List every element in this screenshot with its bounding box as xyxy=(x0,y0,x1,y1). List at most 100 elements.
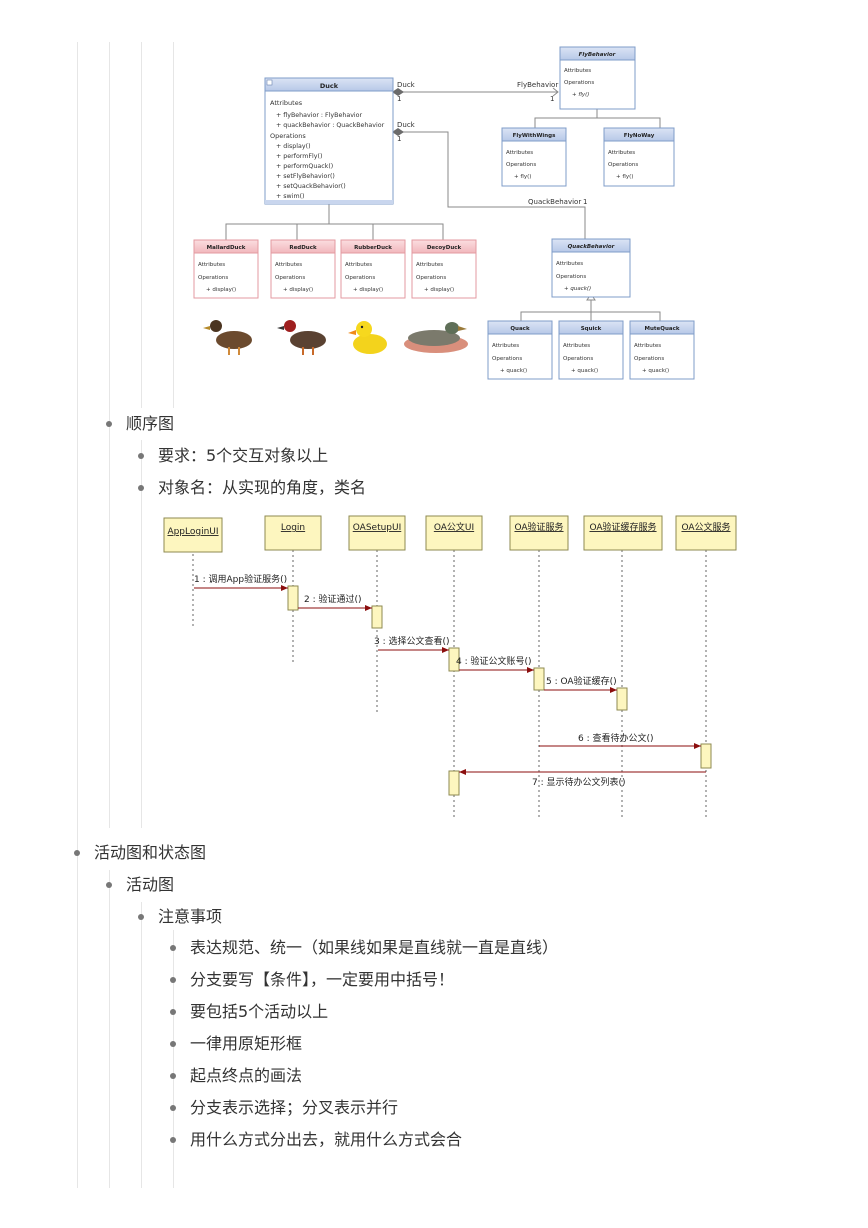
list-bullet xyxy=(170,945,176,951)
lifeline-box: AppLoginUI xyxy=(163,517,223,553)
list-bullet xyxy=(106,882,112,888)
message-label: 4 : 验证公文账号() xyxy=(456,655,532,667)
redhead-duck-image xyxy=(277,320,326,355)
outline-item-seq-requirement: 要求：5个交互对象以上 xyxy=(158,446,329,465)
svg-text:Quack: Quack xyxy=(510,326,530,332)
svg-text:Operations: Operations xyxy=(416,275,446,281)
svg-text:OASetupUI: OASetupUI xyxy=(353,523,402,533)
svg-text:+ display(): + display() xyxy=(353,287,383,293)
class-box-mallardduck: MallardDuck Attributes Operations + disp… xyxy=(193,239,259,299)
list-bullet xyxy=(138,914,144,920)
svg-text:QuackBehavior: QuackBehavior xyxy=(568,244,615,250)
class-box-flynoway: FlyNoWay Attributes Operations + fly() xyxy=(603,127,675,187)
list-bullet xyxy=(106,421,112,427)
lifeline-box: OA公文UI xyxy=(425,515,483,551)
indent-guide xyxy=(173,930,174,1188)
list-bullet xyxy=(170,977,176,983)
svg-text:OA公文服务: OA公文服务 xyxy=(681,521,730,533)
svg-text:Attributes: Attributes xyxy=(556,261,583,267)
indent-guide xyxy=(109,42,110,828)
multiplicity-label: 1 xyxy=(583,198,587,206)
svg-text:FlyNoWay: FlyNoWay xyxy=(624,133,655,139)
list-bullet xyxy=(170,1009,176,1015)
assoc-label: Duck xyxy=(397,81,416,89)
svg-text:Attributes: Attributes xyxy=(492,343,519,349)
svg-text:AppLoginUI: AppLoginUI xyxy=(167,527,218,537)
svg-text:Operations: Operations xyxy=(506,162,536,168)
note-item: 一律用原矩形框 xyxy=(190,1034,303,1053)
indent-guide xyxy=(141,42,142,408)
indent-guide xyxy=(141,902,142,1188)
svg-text:RedDuck: RedDuck xyxy=(289,245,317,251)
indent-guide xyxy=(173,42,174,408)
section-label: Attributes xyxy=(270,99,303,107)
activation-bar xyxy=(533,667,545,691)
svg-text:Operations: Operations xyxy=(563,356,593,362)
message-label: 6 : 查看待办公文() xyxy=(578,732,654,744)
multiplicity-label: 1 xyxy=(550,95,554,103)
message-label: 1 : 调用App验证服务() xyxy=(194,573,287,585)
message-label: 7 : 显示待办公文列表() xyxy=(532,776,626,788)
operation: + swim() xyxy=(276,193,305,200)
assoc-label: QuackBehavior xyxy=(528,198,581,206)
svg-text:Operations: Operations xyxy=(556,274,586,280)
svg-text:Operations: Operations xyxy=(275,275,305,281)
decoy-duck-image xyxy=(404,322,468,353)
outline-item-activity-state: 活动图和状态图 xyxy=(94,843,207,862)
multiplicity-label: 1 xyxy=(397,95,401,103)
indent-guide xyxy=(109,870,110,1188)
note-item: 用什么方式分出去，就用什么方式会合 xyxy=(190,1130,463,1149)
lifeline-box: OASetupUI xyxy=(348,515,406,551)
svg-text:+ fly(): + fly() xyxy=(514,174,531,180)
svg-text:Login: Login xyxy=(281,523,305,533)
note-item: 起点终点的画法 xyxy=(190,1066,303,1085)
operation: + performFly() xyxy=(276,153,322,160)
class-diagram: Duck FlyBehavior 1 1 Duck 1 QuackBehavio… xyxy=(193,46,695,380)
mallard-duck-image xyxy=(203,320,252,355)
svg-text:Attributes: Attributes xyxy=(506,150,533,156)
svg-text:Attributes: Attributes xyxy=(634,343,661,349)
indent-guide xyxy=(77,42,78,1188)
class-box-quackbehavior: QuackBehavior Attributes Operations + qu… xyxy=(551,238,631,298)
class-box-squeak: Squick Attributes Operations + quack() xyxy=(558,320,624,380)
svg-text:Operations: Operations xyxy=(634,356,664,362)
svg-text:+ display(): + display() xyxy=(424,287,454,293)
svg-text:MallardDuck: MallardDuck xyxy=(207,245,246,251)
indent-guide xyxy=(141,440,142,828)
attribute: + flyBehavior : FlyBehavior xyxy=(276,112,363,119)
lifeline-box: OA验证缓存服务 xyxy=(583,515,663,551)
svg-text:OA公文UI: OA公文UI xyxy=(434,521,474,533)
lifeline-box: Login xyxy=(264,515,322,551)
lifeline-box: OA公文服务 xyxy=(675,515,737,551)
outline-item-activity: 活动图 xyxy=(126,875,175,894)
svg-text:Attributes: Attributes xyxy=(275,262,302,268)
note-item: 表达规范、统一（如果线如果是直线就一直是直线） xyxy=(190,938,559,957)
svg-text:+ display(): + display() xyxy=(283,287,313,293)
operation: + display() xyxy=(276,143,311,150)
svg-text:+ display(): + display() xyxy=(206,287,236,293)
composition-diamond xyxy=(392,88,404,96)
svg-text:+ fly(): + fly() xyxy=(616,174,633,180)
list-bullet xyxy=(170,1137,176,1143)
svg-text:Operations: Operations xyxy=(198,275,228,281)
svg-text:Operations: Operations xyxy=(492,356,522,362)
svg-text:Attributes: Attributes xyxy=(563,343,590,349)
class-box-quack: Quack Attributes Operations + quack() xyxy=(487,320,553,380)
svg-text:OA验证缓存服务: OA验证缓存服务 xyxy=(589,521,656,533)
svg-text:+ quack(): + quack() xyxy=(564,286,591,292)
svg-text:Attributes: Attributes xyxy=(416,262,443,268)
list-bullet xyxy=(170,1073,176,1079)
activation-bar xyxy=(448,647,460,672)
svg-text:+ fly(): + fly() xyxy=(572,92,589,98)
activation-bar xyxy=(371,605,383,629)
assoc-label: FlyBehavior xyxy=(517,81,558,89)
svg-text:Operations: Operations xyxy=(608,162,638,168)
svg-text:Operations: Operations xyxy=(564,80,594,86)
svg-text:DecoyDuck: DecoyDuck xyxy=(427,245,462,251)
activation-bar xyxy=(616,687,628,711)
message-label: 3 : 选择公文查看() xyxy=(374,635,450,647)
activation-bar xyxy=(700,743,712,769)
note-item: 分支表示选择；分叉表示并行 xyxy=(190,1098,399,1117)
assoc-label: Duck xyxy=(397,121,416,129)
operation: + setFlyBehavior() xyxy=(276,173,335,180)
